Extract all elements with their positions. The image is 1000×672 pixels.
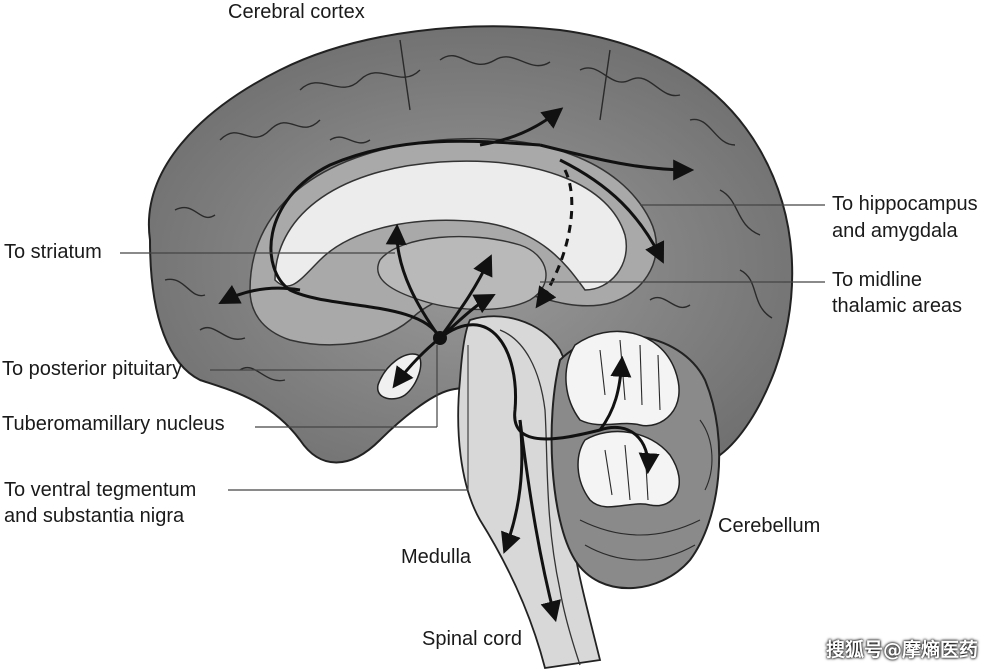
gyri-lines <box>164 39 773 382</box>
brainstem-inner <box>499 329 581 666</box>
label-spinal-cord: Spinal cord <box>422 628 523 650</box>
leader-lines <box>120 204 825 491</box>
label-cerebellum: Cerebellum <box>718 515 821 537</box>
thalamus <box>377 235 547 311</box>
corpus-callosum <box>274 160 628 291</box>
pathway-cortex-main <box>269 139 541 339</box>
pathway-to-spinal-cord <box>518 419 561 623</box>
watermark: 搜狐号@摩熵医药 <box>825 639 978 661</box>
pathway-to-striatum <box>385 223 442 339</box>
label-to-hippocampus-line2: and amygdala <box>832 220 958 242</box>
histamine-pathways <box>218 107 695 623</box>
label-tuberomamillary-nucleus: Tuberomamillary nucleus <box>2 413 225 435</box>
label-to-midline-line1: To midline <box>832 269 923 291</box>
cerebellum-shape <box>550 330 721 590</box>
label-cerebral-cortex: Cerebral cortex <box>228 1 365 23</box>
label-to-ventral-line2: and substantia nigra <box>4 505 185 527</box>
pathway-to-cortex-top <box>479 107 564 147</box>
pathway-dashed-midline <box>535 169 574 309</box>
label-to-striatum: To striatum <box>4 241 102 263</box>
pathway-to-cerebellum-top <box>598 355 632 431</box>
pathway-to-back <box>539 143 695 181</box>
tuberomamillary-nucleus-dot <box>433 331 447 345</box>
pathway-to-cerebellum <box>439 323 660 475</box>
label-to-posterior-pituitary: To posterior pituitary <box>2 358 183 380</box>
label-to-hippocampus-line1: To hippocampus <box>832 193 978 215</box>
pathway-to-thalamus <box>438 254 493 339</box>
label-to-ventral-line1: To ventral tegmentum <box>4 479 197 501</box>
pathway-to-hippocampus <box>559 158 665 264</box>
label-medulla: Medulla <box>401 546 472 568</box>
label-to-midline-line2: thalamic areas <box>832 295 963 317</box>
pathway-to-frontal <box>218 284 301 304</box>
